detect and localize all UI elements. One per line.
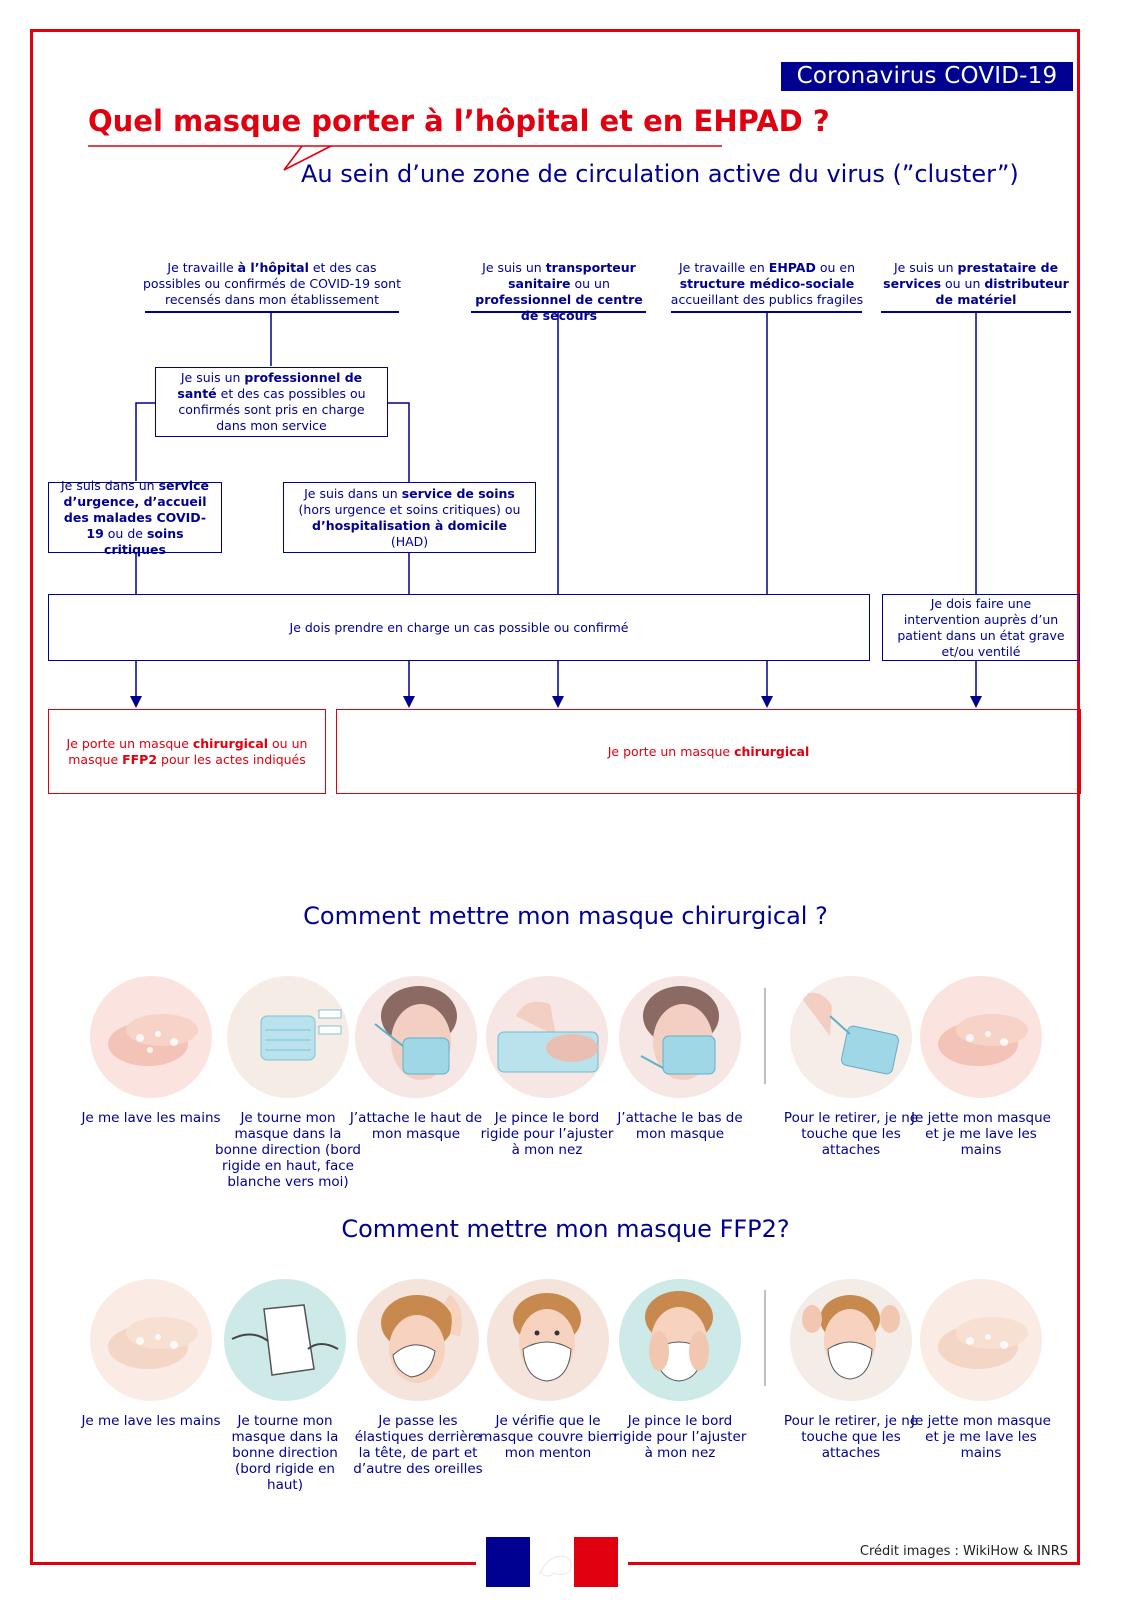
step-separator	[764, 988, 766, 1084]
step-caption: Je me lave les mains	[81, 1110, 221, 1126]
node-take-charge: Je dois prendre en charge un cas possibl…	[48, 594, 870, 661]
node-intervention: Je dois faire une intervention auprès d’…	[882, 594, 1080, 661]
result-surgical: Je porte un masque chirurgical	[336, 709, 1081, 794]
result-surgical-or-ffp2: Je porte un masque chirurgical ou un mas…	[48, 709, 326, 794]
remove-mask-icon	[790, 976, 912, 1098]
step-separator	[764, 1290, 766, 1386]
ffp2-unpack-icon	[224, 1279, 346, 1401]
frame-bottom-left	[30, 1562, 476, 1565]
speech-bubble-underline	[88, 145, 722, 171]
surgical-step-6: Pour le retirer, je ne touche que les at…	[776, 976, 926, 1158]
node-care-service: Je suis dans un service de soins (hors u…	[283, 482, 536, 553]
step-caption: Pour le retirer, je ne touche que les at…	[783, 1413, 919, 1461]
step-caption: Je passe les élastiques derrière la tête…	[353, 1413, 483, 1477]
node-ehpad: Je travaille en EHPAD ou en structure mé…	[670, 260, 864, 307]
ffp2-step-5: Je pince le bord rigide pour l’ajuster à…	[610, 1279, 750, 1461]
step-caption: Je pince le bord rigide pour l’ajuster à…	[480, 1110, 614, 1158]
surgical-step-3: J’attache le haut de mon masque	[346, 976, 486, 1142]
pinch-nose-ffp2-icon	[619, 1279, 741, 1401]
mask-orientation-icon	[227, 976, 349, 1098]
step-caption: Je jette mon masque et je me lave les ma…	[911, 1110, 1051, 1158]
page-title: Quel masque porter à l’hôpital et en EHP…	[88, 104, 830, 138]
page-subtitle: Au sein d’une zone de circulation active…	[301, 160, 1019, 188]
step-caption: Je pince le bord rigide pour l’ajuster à…	[613, 1413, 747, 1461]
surgical-step-1: Je me lave les mains	[81, 976, 221, 1126]
node-emergency: Je suis dans un service d’urgence, d’acc…	[48, 478, 222, 557]
frame-left	[30, 29, 33, 1565]
image-credit: Crédit images : WikiHow & INRS	[859, 1544, 1068, 1559]
ffp2-step-4: Je vérifie que le masque couvre bien mon…	[478, 1279, 618, 1461]
step-caption: J’attache le bas de mon masque	[617, 1110, 743, 1142]
check-chin-icon	[487, 1279, 609, 1401]
step-caption: Pour le retirer, je ne touche que les at…	[783, 1110, 919, 1158]
ffp2-step-7: Je jette mon masque et je me lave les ma…	[911, 1279, 1051, 1461]
surgical-step-4: Je pince le bord rigide pour l’ajuster à…	[477, 976, 617, 1158]
underline-transport	[471, 311, 646, 313]
hands-washing-icon	[920, 976, 1042, 1098]
step-caption: Je vérifie que le masque couvre bien mon…	[479, 1413, 617, 1461]
node-hospital: Je travaille à l’hôpital et des cas poss…	[143, 260, 401, 307]
underline-ehpad	[671, 311, 862, 313]
remove-ffp2-icon	[790, 1279, 912, 1401]
surgical-step-7: Je jette mon masque et je me lave les ma…	[911, 976, 1051, 1158]
attach-top-icon	[355, 976, 477, 1098]
ffp2-step-6: Pour le retirer, je ne touche que les at…	[776, 1279, 926, 1461]
hands-washing-icon	[920, 1279, 1042, 1401]
step-caption: Je jette mon masque et je me lave les ma…	[911, 1413, 1051, 1461]
covid-badge: Coronavirus COVID-19	[781, 62, 1073, 91]
ffp2-step-2: Je tourne mon masque dans la bonne direc…	[215, 1279, 355, 1493]
elastic-behind-head-icon	[357, 1279, 479, 1401]
surgical-step-5: J’attache le bas de mon masque	[610, 976, 750, 1142]
republique-francaise-logo	[486, 1537, 618, 1587]
node-health-pro: Je suis un professionnel de santé et des…	[155, 367, 388, 437]
node-transport: Je suis un transporteur sanitaire ou un …	[475, 260, 643, 323]
step-caption: Je tourne mon masque dans la bonne direc…	[215, 1110, 361, 1190]
frame-bottom-right	[628, 1562, 1080, 1565]
hands-washing-icon	[90, 1279, 212, 1401]
ffp2-section-title: Comment mettre mon masque FFP2?	[341, 1215, 790, 1243]
ffp2-step-3: Je passe les élastiques derrière la tête…	[348, 1279, 488, 1477]
pinch-nose-icon	[486, 976, 608, 1098]
attach-bottom-icon	[619, 976, 741, 1098]
underline-provider	[881, 311, 1071, 313]
node-provider: Je suis un prestataire de services ou un…	[883, 260, 1069, 307]
frame-right	[1077, 29, 1080, 1565]
surgical-section-title: Comment mettre mon masque chirurgical ?	[303, 902, 828, 930]
underline-hospital	[145, 311, 399, 313]
step-caption: J’attache le haut de mon masque	[349, 1110, 483, 1142]
ffp2-step-1: Je me lave les mains	[81, 1279, 221, 1429]
step-caption: Je me lave les mains	[81, 1413, 221, 1429]
frame-top	[30, 29, 1080, 32]
surgical-step-2: Je tourne mon masque dans la bonne direc…	[212, 976, 364, 1190]
step-caption: Je tourne mon masque dans la bonne direc…	[231, 1413, 339, 1493]
flowchart-connectors	[130, 312, 982, 708]
hands-washing-icon	[90, 976, 212, 1098]
